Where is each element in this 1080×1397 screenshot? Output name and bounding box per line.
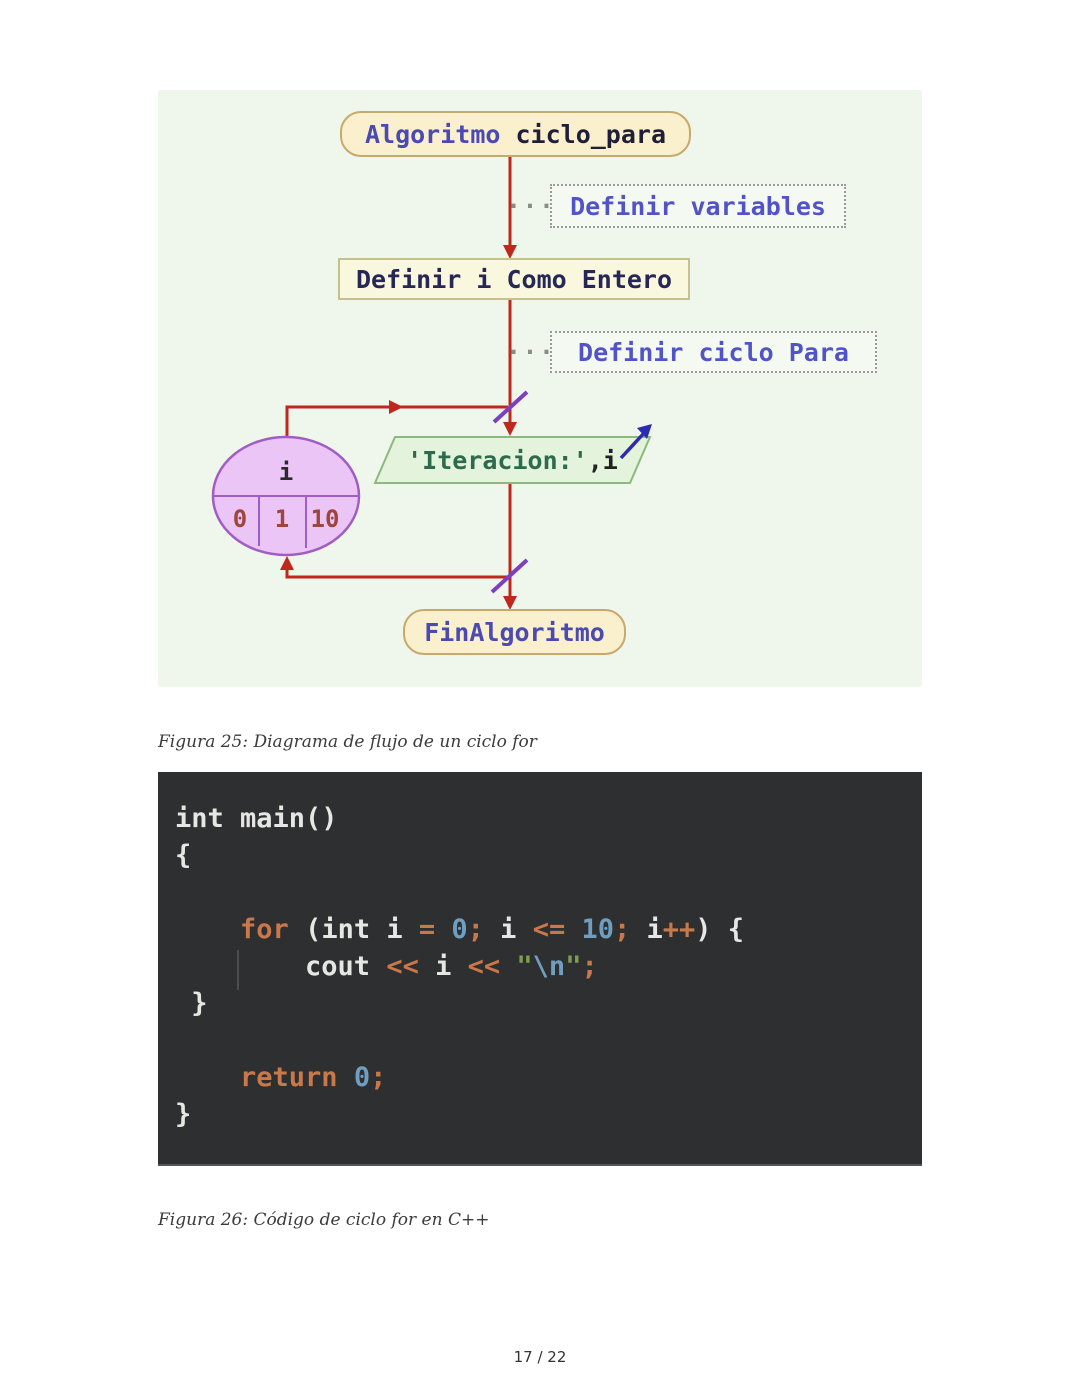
print-parallelogram [373,436,652,484]
code-token: i [630,914,663,945]
code-line: } [175,1096,744,1133]
code-token: ; [581,951,598,982]
code-token: ++ [662,914,696,945]
code-token: i [418,951,468,982]
arrowhead-down-icon [503,596,517,610]
code-token: ; [467,914,484,945]
code-token [175,1062,240,1093]
code-line: return 0; [175,1059,744,1096]
code-figure-image: int main(){ for (int i = 0; i <= 10; i++… [158,772,922,1166]
code-token: 10 [581,914,614,945]
figure25-caption: Figura 25: Diagrama de flujo de un ciclo… [158,732,537,752]
loop-step-value: 1 [274,505,290,533]
loop-initial-value: 0 [232,505,248,533]
code-token: cout [175,951,387,982]
comment-connector-dots: ··· [506,338,556,366]
code-line: { [175,837,744,874]
code-token [435,914,451,945]
code-line: } [175,985,744,1022]
code-token: = [418,914,436,945]
print-string-label: 'Iteracion:' [407,445,588,475]
code-token: return [240,1062,338,1093]
code-token [565,914,581,945]
comment-define-loop: Definir ciclo Para [550,331,877,373]
arrowhead-up-icon [280,556,294,570]
code-line: int main() [175,800,744,837]
flowchart-graphics [211,153,652,610]
algorithm-name: ciclo_para [500,119,667,149]
page-number: 17 / 22 [513,1348,567,1366]
code-token: { [175,840,192,871]
code-line [175,874,744,911]
code-token: 0 [353,1062,371,1093]
flowchart-print-node: 'Iteracion:',i [385,439,640,481]
code-token: " [516,951,533,982]
code-line: for (int i = 0; i <= 10; i++) { [175,911,744,948]
code-token [338,1062,354,1093]
code-token: <= [532,914,566,945]
figure26-caption: Figura 26: Código de ciclo for en C++ [158,1210,490,1230]
output-arrowhead-icon [637,424,652,439]
code-token: (int i [288,914,419,945]
loop-variable-label: i [278,458,294,486]
indent-guide-line [237,950,239,990]
print-variable-label: ,i [587,445,618,475]
flowchart-define-node: Definir i Como Entero [338,258,690,300]
code-line [175,1022,744,1059]
code-token: " [565,951,582,982]
code-token: << [386,951,419,982]
code-token: ) { [695,914,745,945]
code-line: cout << i << "\n"; [175,948,744,985]
loop-slash-icon [492,390,529,424]
loop-final-value: 10 [310,505,340,533]
start-keyword: Algoritmo [364,119,501,149]
comment-connector-dots: ··· [506,192,556,220]
code-token: } [175,1099,192,1130]
code-token: } [175,988,208,1019]
arrowhead-right-icon [389,400,403,414]
code-token: 0 [451,914,468,945]
flowchart-figure-image: Algoritmo ciclo_para ··· Definir variabl… [158,90,922,687]
code-token: \n [532,951,566,982]
code-token: ; [614,914,631,945]
code-token: << [467,951,501,982]
code-token: i [483,914,533,945]
flow-line-loop-bottom [285,561,510,579]
arrowhead-down-icon [503,245,517,259]
code-token [175,914,240,945]
flowchart-end-node: FinAlgoritmo [403,609,626,655]
flow-line-loop-top [285,405,508,437]
code-token: ; [370,1062,387,1093]
code-lines: int main(){ for (int i = 0; i <= 10; i++… [175,800,744,1133]
code-token: for [240,914,289,945]
arrowhead-down-icon [503,422,517,436]
loop-slash-icon [490,558,529,594]
output-arrow-icon [619,430,647,460]
code-token [500,951,516,982]
flowchart-start-node: Algoritmo ciclo_para [340,111,691,157]
comment-define-variables: Definir variables [550,184,846,228]
code-token: int main() [175,803,338,834]
